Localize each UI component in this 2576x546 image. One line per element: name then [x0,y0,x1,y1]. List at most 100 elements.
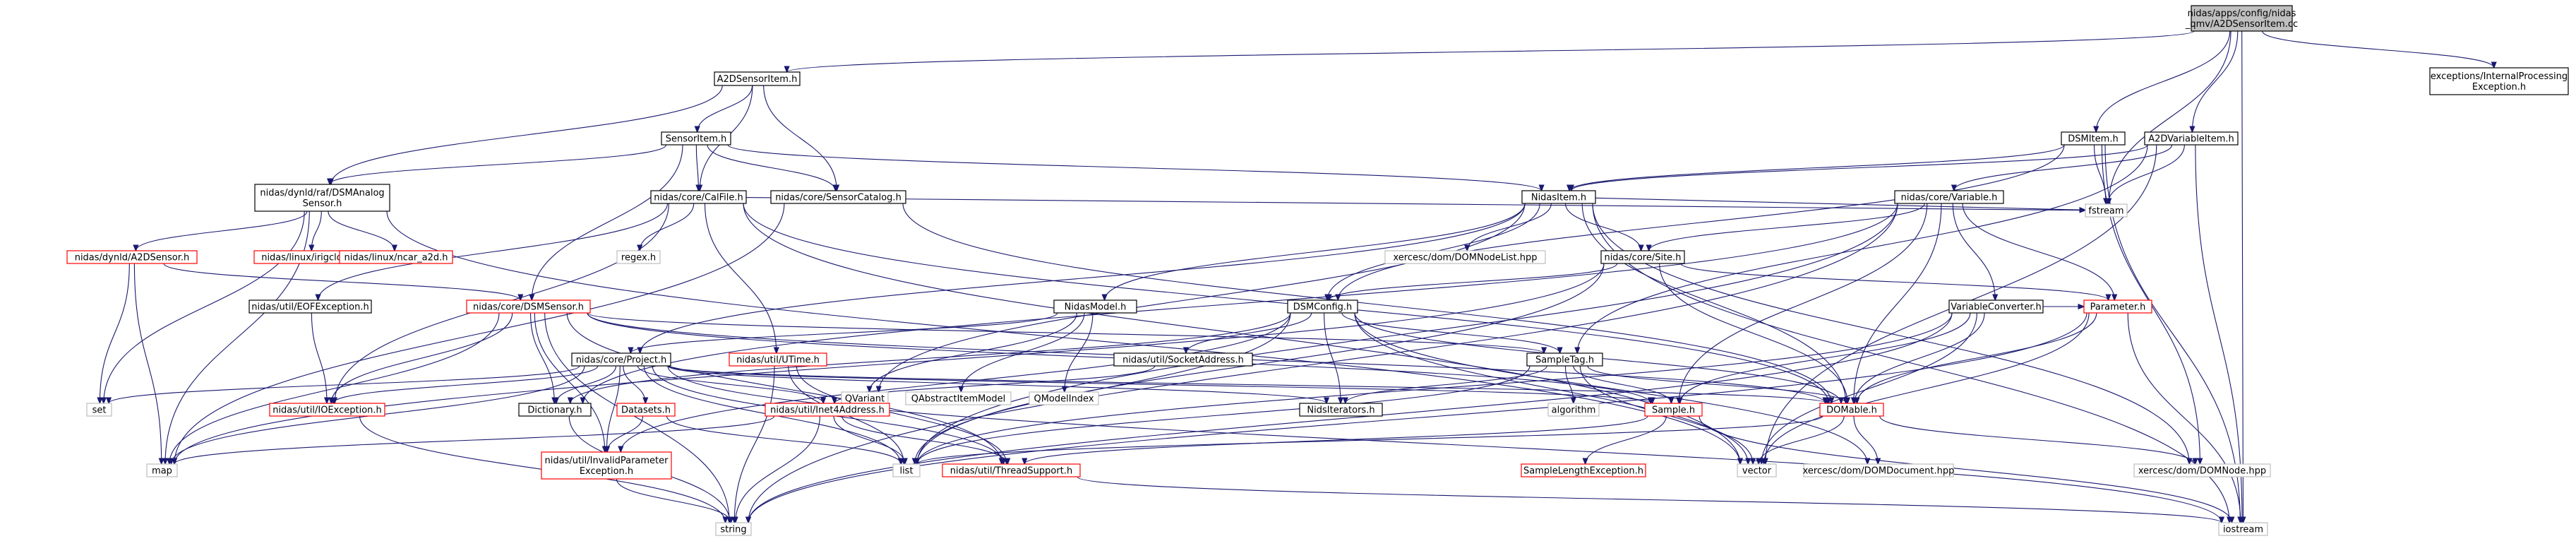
node-box [1819,403,1884,417]
edge-variable-to-sample [1679,203,1928,403]
node-label: NidasItem.h [1531,193,1586,203]
node-a2dsensor[interactable]: nidas/dynld/A2DSensor.h [66,250,198,264]
edge-dsmconfig-to-dictionary [570,312,1291,403]
node-nidsiter[interactable]: NidsIterators.h [1299,403,1383,417]
node-varconv[interactable]: VariableConverter.h [1948,299,2044,314]
node-nidasmodel[interactable]: NidasModel.h [1053,299,1137,314]
node-label: nidas/util/InvalidParameter [544,456,669,466]
node-label: Datasets.h [621,405,671,416]
node-datasets[interactable]: Datasets.h [616,403,676,417]
node-threadsupport[interactable]: nidas/util/ThreadSupport.h [942,463,1081,477]
node-inet4[interactable]: nidas/util/Inet4Address.h [765,403,890,417]
node-label: QVariant [845,394,885,405]
node-eof[interactable]: nidas/util/EOFException.h [248,299,372,314]
node-label: algorithm [1552,405,1596,416]
edge-sampletag-to-domable [1587,365,1846,403]
nodes-layer: nidas/apps/config/nidas_qmv/A2DSensorIte… [66,5,2569,536]
node-label: nidas/util/EOFException.h [251,302,369,313]
edge-calfile-to-fstream [745,197,2085,210]
node-box [269,403,385,417]
node-box [1948,299,2044,314]
edge-root-to-a2dvi [2192,30,2239,132]
edge-calfile-to-eof [318,203,669,300]
node-label: xercesc/dom/DOMNodeList.hpp [1393,253,1537,263]
node-sampletag[interactable]: SampleTag.h [1526,352,1603,367]
node-root[interactable]: nidas/apps/config/nidas_qmv/A2DSensorIte… [2185,5,2298,32]
node-label: nidas/dynld/raf/DSMAnalog [260,188,384,198]
node-dictionary[interactable]: Dictionary.h [518,403,592,417]
node-box [616,250,661,264]
node-box [146,463,178,477]
node-socketaddr[interactable]: nidas/util/SocketAddress.h [1113,352,1253,367]
node-dsmitem[interactable]: DSMItem.h [2061,131,2126,146]
edge-sample-to-iostream [1699,415,2231,523]
edge-sensoritem-to-sensorcat [707,144,835,191]
node-box [1803,463,1954,477]
node-label: nidas/core/CalFile.h [654,193,743,203]
node-label: set [92,405,107,416]
node-box [339,250,453,264]
node-sample[interactable]: Sample.h [1644,403,1703,417]
node-variable[interactable]: nidas/core/Variable.h [1894,190,2004,204]
edge-dsmsensor-to-invparam [534,312,605,452]
edge-parameter-to-string [748,312,2087,523]
node-calfile[interactable]: nidas/core/CalFile.h [650,190,747,204]
node-site[interactable]: nidas/core/Site.h [1600,250,1685,264]
node-box [1384,250,1546,264]
edge-domable-to-vector [1759,415,1845,464]
node-dsmsensor[interactable]: nidas/core/DSMSensor.h [466,299,591,314]
node-string: string [715,522,752,536]
edge-variable-to-domable [1854,203,1942,403]
node-label: nidas/util/Inet4Address.h [770,405,885,416]
node-parameter[interactable]: Parameter.h [2083,299,2152,314]
edge-a2dsi-to-dsmanalog [331,85,723,184]
node-a2dsi[interactable]: A2DSensorItem.h [714,71,801,86]
node-ncar[interactable]: nidas/linux/ncar_a2d.h [339,250,453,264]
node-label: exceptions/InternalProcessing [2431,71,2568,82]
node-domable[interactable]: DOMable.h [1819,403,1884,417]
node-box [1737,463,1777,477]
edge-project-to-domable [667,365,1827,403]
edge-datasets-to-list [666,415,901,464]
edge-a2dsi-to-sensorcat [763,85,837,191]
edge-variable-to-string [748,203,1898,523]
edge-dsmitem-to-dsmconfig [1338,144,2065,300]
node-label: xercesc/dom/DOMNode.hpp [2138,466,2266,477]
node-label: Sample.h [1652,405,1695,416]
node-a2dvi[interactable]: A2DVariableItem.h [2144,131,2239,146]
node-box [1029,391,1099,405]
edge-nidasmodel-to-project [630,312,1058,353]
edge-domable-to-domdoc [1853,415,1878,464]
node-box [86,403,112,417]
edge-project-to-set [109,365,580,403]
edge-sample-to-threadsupport [1024,415,1648,464]
node-box [571,352,671,367]
node-label: nidas/util/UTime.h [736,355,820,366]
node-dsmconfig[interactable]: DSMConfig.h [1287,299,1358,314]
node-box [2144,131,2239,146]
node-box [2218,522,2268,536]
node-utime[interactable]: nidas/util/UTime.h [729,352,827,367]
node-label: vector [1742,466,1772,477]
edge-project-to-ioexc [333,365,599,403]
node-vector: vector [1737,463,1777,477]
node-label: nidas/apps/config/nidas [2188,8,2296,19]
node-project[interactable]: nidas/core/Project.h [571,352,671,367]
node-sensorcat[interactable]: nidas/core/SensorCatalog.h [770,190,906,204]
node-samplelen[interactable]: SampleLengthException.h [1521,463,1646,477]
edge-a2dvi-to-fstream [2108,144,2185,204]
edge-utime-to-string [734,365,775,523]
edge-parameter-to-domable [1857,312,2097,403]
node-label: DSMItem.h [2068,134,2118,145]
node-sensoritem[interactable]: SensorItem.h [661,131,731,146]
node-ioexc[interactable]: nidas/util/IOException.h [269,403,385,417]
node-nidasitem[interactable]: NidasItem.h [1521,190,1596,204]
node-label: nidas/linux/ncar_a2d.h [344,253,448,263]
edge-variable-to-site [1649,203,1925,251]
edge-project-to-sample [667,365,1653,403]
node-fstream: fstream [2085,203,2128,218]
